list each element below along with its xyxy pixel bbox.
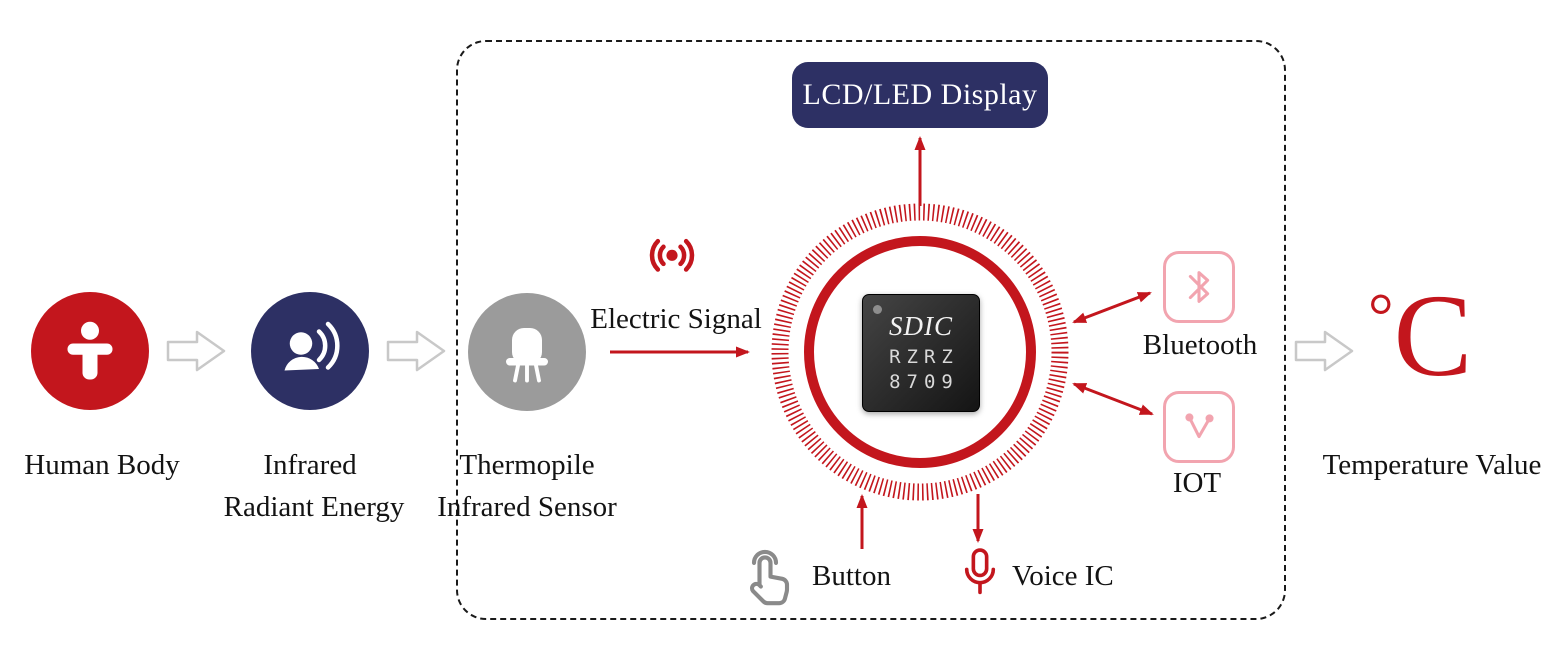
thermopile-node [468, 293, 586, 411]
human-body-label: Human Body [24, 449, 180, 481]
chip-part-line2: 8709 [889, 371, 959, 393]
lcd-led-display-label: LCD/LED Display [802, 78, 1038, 111]
button-label: Button [812, 560, 891, 592]
iot-label: IOT [1172, 467, 1222, 499]
iot-icon [1185, 413, 1214, 439]
chip-pin1-dot [873, 305, 882, 314]
temperature-value-label: Temperature Value [1322, 449, 1542, 481]
mcu-system-boundary [456, 40, 1286, 620]
thermopile-label-line2: Infrared Sensor [437, 491, 617, 523]
arrow-infrared-to-thermopile [386, 330, 446, 372]
thermopile-label-line1: Thermopile [459, 449, 595, 481]
infrared-label-line1: Infrared [263, 449, 357, 481]
human-body-node [31, 292, 149, 410]
degree-mark: ° [1368, 280, 1394, 351]
arrow-human-to-infrared [166, 330, 226, 372]
infrared-waves-icon [284, 321, 340, 371]
electric-signal-label: Electric Signal [590, 303, 762, 335]
thermopile-sensor-icon [506, 328, 548, 383]
arrow-chip-to-temperature [1294, 330, 1354, 372]
celsius-letter: C [1393, 270, 1473, 401]
chip-part-line1: RZRZ [889, 346, 959, 369]
signal-broadcast-icon [649, 238, 695, 272]
chip-brand: SDIC [889, 311, 953, 342]
celsius-symbol: ° C [1368, 270, 1473, 401]
bluetooth-label: Bluetooth [1142, 329, 1258, 361]
iot-box [1163, 391, 1235, 463]
infrared-label-line2: Radiant Energy [223, 491, 405, 523]
mcu-chip: SDIC RZRZ 8709 [862, 294, 980, 412]
voice-ic-label: Voice IC [1012, 560, 1114, 592]
button-touch-icon [750, 549, 790, 606]
bluetooth-icon [1188, 271, 1210, 303]
infrared-node [251, 292, 369, 410]
bluetooth-box [1163, 251, 1235, 323]
voice-ic-microphone-icon [964, 548, 996, 595]
lcd-led-display-box: LCD/LED Display [792, 62, 1048, 128]
human-body-icon [67, 321, 113, 380]
